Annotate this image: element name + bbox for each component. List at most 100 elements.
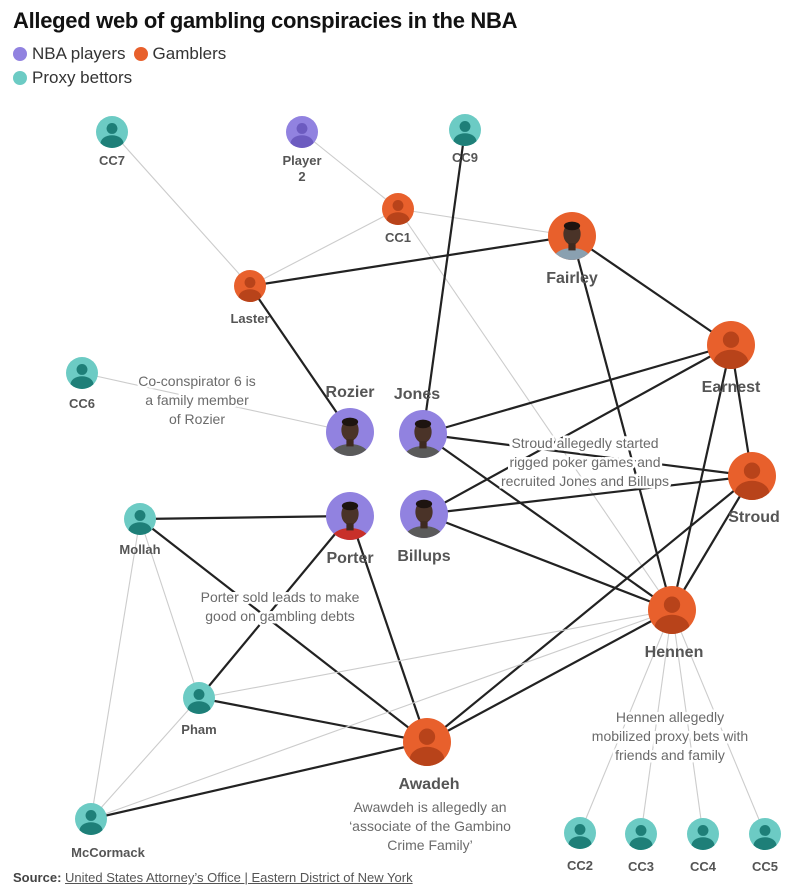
edge-cc1-fairley: [397, 208, 573, 237]
node-label-line: Laster: [230, 311, 269, 326]
node-label-line: Pham: [181, 722, 216, 737]
node-pham[interactable]: Pham: [181, 682, 217, 737]
node-label: CC5: [752, 859, 778, 874]
source-line: Source: United States Attorney’s Office …: [13, 870, 413, 885]
annotation-line: good on gambling debts: [205, 608, 354, 624]
edge-mccormack-awadeh: [90, 740, 428, 821]
annotation-line: friends and family: [615, 747, 725, 763]
annotation-line: Hennen allegedly: [616, 709, 724, 725]
edge-mccormack-hennen: [90, 609, 673, 820]
node-cc6[interactable]: CC6: [66, 357, 98, 411]
node-porter[interactable]: Porter: [326, 492, 374, 567]
node-label-line: Hennen: [645, 644, 704, 661]
node-label-line: CC4: [690, 859, 717, 874]
edge-billups-stroud: [423, 474, 753, 516]
edge-mollah-mccormack: [90, 518, 141, 820]
edge-stroud-hennen: [671, 475, 753, 611]
edge-cc7-laster: [111, 131, 251, 287]
legend-row-2: Proxy bettors: [13, 68, 140, 88]
edge-hennen-cc4: [671, 609, 704, 835]
node-hennen[interactable]: Hennen: [645, 586, 704, 661]
source-link[interactable]: United States Attorney’s Office | Easter…: [65, 870, 413, 885]
node-label-line: 2: [298, 169, 305, 184]
node-label-line: Stroud: [728, 509, 780, 526]
annotation-line: of Rozier: [169, 411, 225, 427]
node-label: Stroud: [728, 509, 780, 526]
node-label-line: Billups: [397, 548, 450, 565]
node-label-line: Awadeh: [398, 776, 459, 793]
portrait-icon: [330, 417, 370, 456]
node-cc2[interactable]: CC2: [564, 817, 596, 873]
node-billups[interactable]: Billups: [397, 490, 451, 565]
node-label-line: CC3: [628, 859, 654, 874]
node-label-line: CC6: [69, 396, 95, 411]
node-label-line: Jones: [394, 386, 440, 403]
node-label: Awadeh: [398, 776, 459, 793]
node-label: CC1: [385, 230, 411, 245]
annotation-awadeh-note: Awawdeh is allegedly an‘associate of the…: [349, 799, 511, 853]
legend-item-players: NBA players: [13, 44, 126, 64]
node-label: Rozier: [326, 384, 375, 401]
edge-hennen-cc2: [579, 609, 673, 834]
node-label: CC9: [452, 150, 478, 165]
node-label-line: CC7: [99, 153, 125, 168]
node-cc7[interactable]: CC7: [96, 116, 128, 168]
node-label-line: Player: [282, 153, 321, 168]
node-stroud[interactable]: Stroud: [728, 452, 780, 526]
edge-awadeh-hennen: [426, 609, 673, 743]
node-label: Earnest: [702, 379, 761, 396]
node-label-line: CC5: [752, 859, 778, 874]
node-mccormack[interactable]: McCormack: [71, 803, 146, 860]
node-label: Jones: [394, 386, 440, 403]
node-cc4[interactable]: CC4: [687, 818, 719, 874]
legend-dot-proxy: [13, 71, 27, 85]
node-jones[interactable]: Jones: [394, 386, 447, 470]
legend-label-gamblers: Gamblers: [152, 44, 227, 63]
annotation-line: recruited Jones and Billups: [501, 473, 669, 489]
edge-jones-stroud: [422, 432, 753, 478]
node-fairley[interactable]: Fairley: [546, 212, 598, 287]
edge-mollah-porter: [139, 514, 351, 521]
edge-mollah-pham: [139, 518, 200, 699]
legend-item-proxy: Proxy bettors: [13, 68, 132, 88]
edge-pham-hennen: [198, 609, 673, 699]
annotation-line: mobilized proxy bets with: [592, 728, 748, 744]
node-cc5[interactable]: CC5: [749, 818, 781, 874]
edge-cc9-jones: [421, 129, 467, 435]
edge-fairley-hennen: [570, 235, 674, 611]
annotation-line: Porter sold leads to make: [201, 589, 360, 605]
edge-porter-pham: [198, 515, 351, 699]
node-cc3[interactable]: CC3: [625, 818, 657, 874]
node-laster[interactable]: Laster: [230, 270, 270, 326]
annotation-line: Co-conspirator 6 is: [138, 373, 256, 389]
node-label-line: CC9: [452, 150, 478, 165]
legend-item-gamblers: Gamblers: [133, 44, 227, 64]
node-label: Laster: [230, 311, 269, 326]
node-label-line: Porter: [326, 550, 373, 567]
portrait-icon: [404, 499, 444, 538]
legend-label-players: NBA players: [32, 44, 126, 63]
node-label: Mollah: [119, 542, 160, 557]
edge-pham-awadeh: [198, 696, 428, 744]
node-label: CC7: [99, 153, 125, 168]
node-cc1[interactable]: CC1: [382, 193, 414, 245]
edge-player2-cc1: [301, 131, 399, 210]
chart-title: Alleged web of gambling conspiracies in …: [13, 8, 518, 33]
portrait-icon: [552, 221, 592, 260]
annotation-line: Awawdeh is allegedly an: [353, 799, 506, 815]
node-label: CC3: [628, 859, 654, 874]
node-cc9[interactable]: CC9: [449, 114, 481, 165]
node-label-line: CC2: [567, 858, 593, 873]
edge-billups-hennen: [423, 512, 673, 612]
node-label-line: Earnest: [702, 379, 761, 396]
node-label: Porter: [326, 550, 373, 567]
edge-stroud-awadeh: [426, 475, 753, 743]
node-label: Pham: [181, 722, 216, 737]
node-rozier[interactable]: Rozier: [326, 384, 375, 468]
edge-fairley-earnest: [571, 235, 732, 346]
legend-row-1: NBA players Gamblers: [13, 44, 234, 64]
